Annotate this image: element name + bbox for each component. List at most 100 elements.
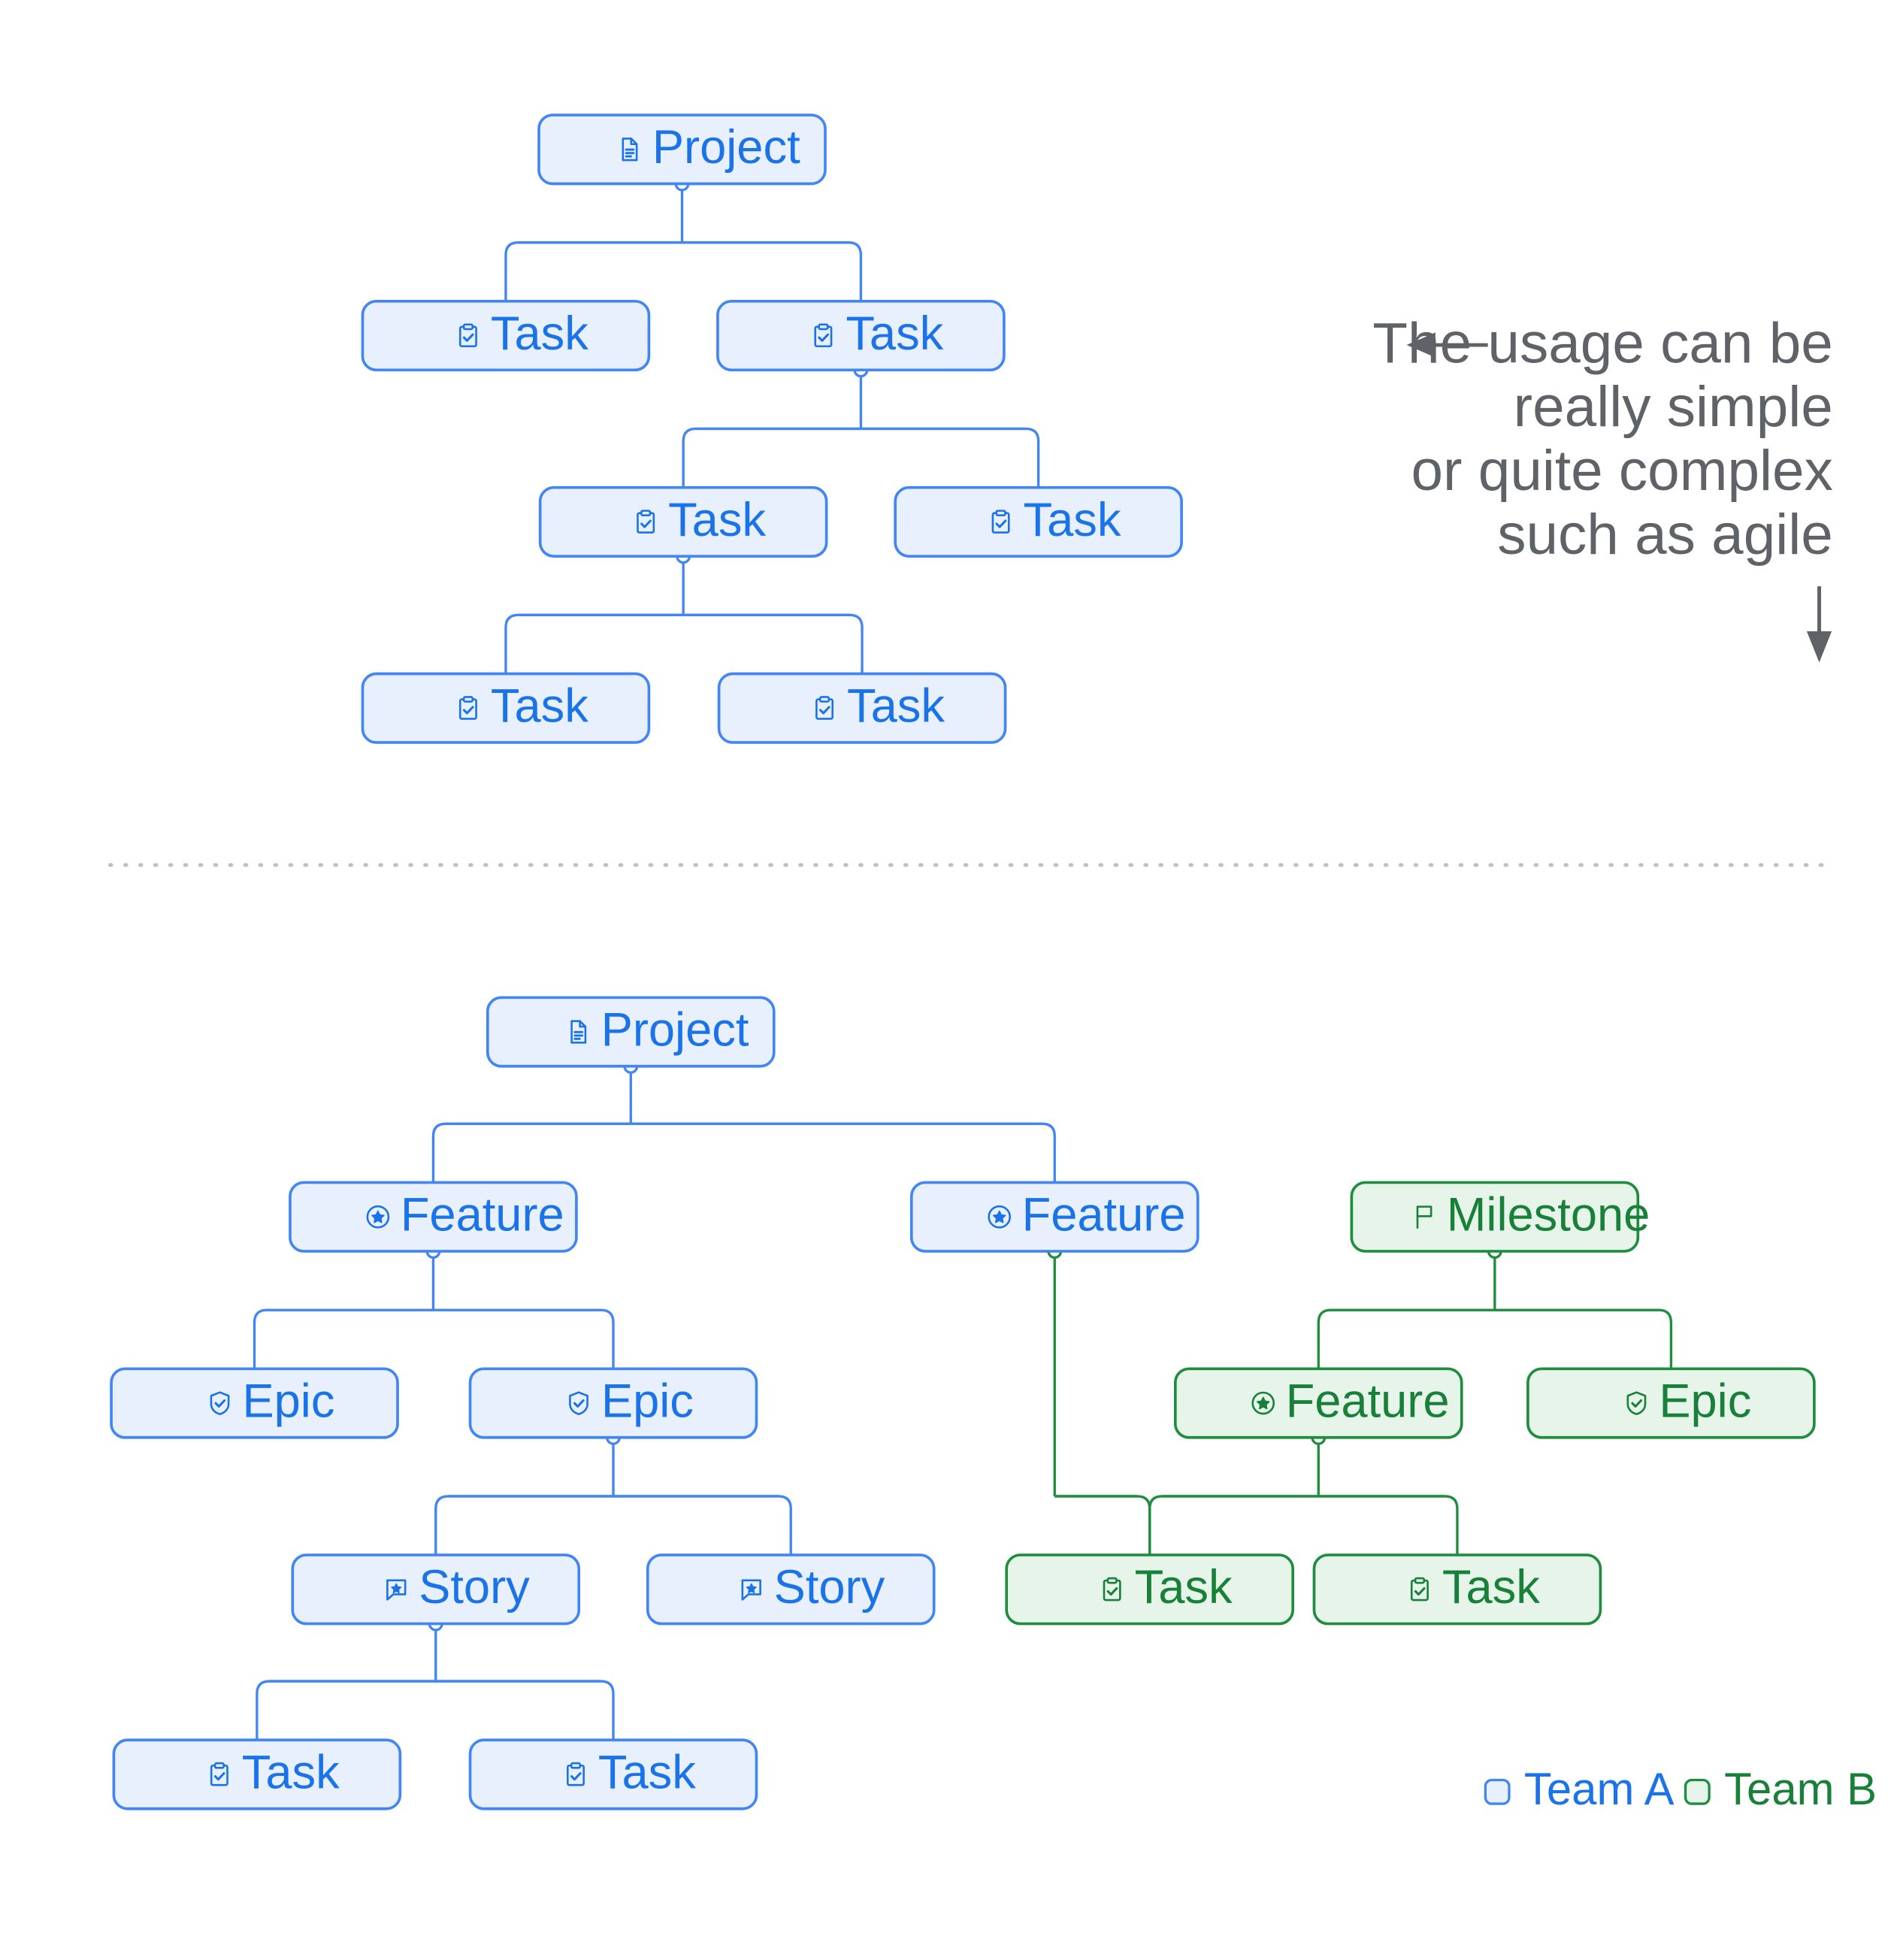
node-box[interactable] — [361, 300, 651, 372]
node-epic-c7[interactable]: Epic — [1526, 1367, 1816, 1439]
clipboard-check-icon — [814, 323, 833, 348]
node-box[interactable] — [1526, 1367, 1816, 1439]
star-circle-icon — [366, 1205, 390, 1229]
node-task-c10[interactable]: Task — [1005, 1553, 1294, 1626]
simple-diagram-edges — [504, 176, 1040, 674]
node-label: Story — [419, 1561, 530, 1614]
edge-branch — [431, 1122, 631, 1183]
node-epic-c4[interactable]: Epic — [110, 1367, 399, 1439]
node-task-s1[interactable]: Task — [361, 300, 651, 372]
node-feature-c2[interactable]: Feature — [909, 1181, 1200, 1253]
node-box[interactable] — [909, 1181, 1200, 1253]
edge-branch — [613, 1495, 792, 1556]
edge-branch — [682, 241, 863, 301]
edge-branch — [1494, 1308, 1673, 1369]
edge-branch — [682, 427, 861, 488]
arrow-left-icon — [1406, 332, 1488, 358]
node-project-c0[interactable]: Project — [486, 996, 776, 1068]
node-box[interactable] — [291, 1553, 581, 1626]
node-label: Epic — [601, 1375, 694, 1427]
square-swatch-icon — [1484, 1778, 1511, 1805]
edge-branch — [683, 613, 864, 674]
legend-item-team-b[interactable]: Team B — [1684, 1764, 1877, 1814]
annotation-line-4: such as agile — [1497, 503, 1833, 567]
edge-branch — [1054, 1495, 1151, 1556]
node-label: Task — [847, 680, 945, 733]
node-task-c12[interactable]: Task — [112, 1738, 402, 1810]
square-swatch-icon — [1684, 1778, 1711, 1805]
node-task-s4[interactable]: Task — [894, 485, 1183, 558]
node-box[interactable] — [716, 300, 1006, 372]
node-task-s5[interactable]: Task — [361, 672, 651, 744]
speech-star-icon — [741, 1579, 761, 1601]
node-box[interactable] — [1005, 1553, 1294, 1626]
edge-branch — [1148, 1495, 1319, 1556]
node-label: Epic — [242, 1375, 334, 1427]
node-box[interactable] — [1312, 1553, 1602, 1626]
edge-branch — [1317, 1308, 1495, 1369]
node-task-s2[interactable]: Task — [716, 300, 1006, 372]
star-circle-icon — [988, 1205, 1012, 1229]
node-box[interactable] — [486, 996, 776, 1068]
edge-branch — [504, 613, 684, 674]
edge-branch — [504, 241, 682, 301]
arrow-down-icon — [1806, 586, 1832, 663]
node-task-s6[interactable]: Task — [717, 672, 1007, 744]
node-label: Task — [846, 307, 943, 360]
node-box[interactable] — [717, 672, 1007, 744]
node-label: Project — [652, 121, 800, 174]
node-box[interactable] — [1350, 1181, 1640, 1253]
node-epic-c5[interactable]: Epic — [468, 1367, 758, 1439]
node-label: Task — [1135, 1561, 1233, 1614]
shield-check-icon — [569, 1391, 588, 1415]
node-box[interactable] — [110, 1367, 399, 1439]
node-box[interactable] — [361, 672, 651, 744]
clipboard-check-icon — [637, 510, 655, 534]
node-label: Task — [1024, 494, 1121, 546]
node-story-c9[interactable]: Story — [646, 1553, 936, 1626]
clipboard-check-icon — [458, 323, 477, 348]
document-icon — [622, 138, 638, 162]
document-icon — [570, 1020, 587, 1044]
node-task-c11[interactable]: Task — [1312, 1553, 1602, 1626]
clipboard-check-icon — [1103, 1577, 1121, 1602]
node-box[interactable] — [468, 1738, 758, 1810]
node-milestone-c3[interactable]: Milestone — [1350, 1181, 1650, 1253]
node-label: Feature — [1286, 1375, 1450, 1427]
node-project-s0[interactable]: Project — [537, 113, 827, 186]
node-label: Story — [774, 1561, 885, 1614]
node-box[interactable] — [468, 1367, 758, 1439]
node-box[interactable] — [538, 485, 828, 558]
node-box[interactable] — [537, 113, 827, 186]
clipboard-check-icon — [567, 1762, 585, 1786]
clipboard-check-icon — [210, 1762, 228, 1786]
clipboard-check-icon — [1410, 1577, 1429, 1602]
node-task-s3[interactable]: Task — [538, 485, 828, 558]
edge-branch — [434, 1495, 613, 1556]
annotation-line-3: or quite complex — [1411, 439, 1833, 503]
clipboard-check-icon — [815, 696, 834, 720]
edge-branch — [253, 1308, 434, 1369]
node-box[interactable] — [1173, 1367, 1463, 1439]
node-feature-c1[interactable]: Feature — [289, 1181, 578, 1253]
legend-item-team-a[interactable]: Team A — [1484, 1764, 1675, 1814]
clipboard-check-icon — [991, 510, 1010, 534]
node-label: Feature — [1022, 1189, 1186, 1242]
node-story-c8[interactable]: Story — [291, 1553, 581, 1626]
node-task-c13[interactable]: Task — [468, 1738, 758, 1810]
node-feature-c6[interactable]: Feature — [1173, 1367, 1463, 1439]
node-box[interactable] — [289, 1181, 578, 1253]
speech-star-icon — [386, 1579, 407, 1601]
edge-branch — [861, 427, 1040, 488]
node-box[interactable] — [112, 1738, 402, 1810]
edge-branch — [433, 1308, 615, 1369]
node-label: Milestone — [1447, 1189, 1650, 1242]
node-box[interactable] — [646, 1553, 936, 1626]
annotation-line-1: The usage can be — [1372, 311, 1833, 375]
node-label: Task — [491, 307, 588, 360]
edge-branch — [435, 1680, 615, 1741]
node-box[interactable] — [894, 485, 1183, 558]
